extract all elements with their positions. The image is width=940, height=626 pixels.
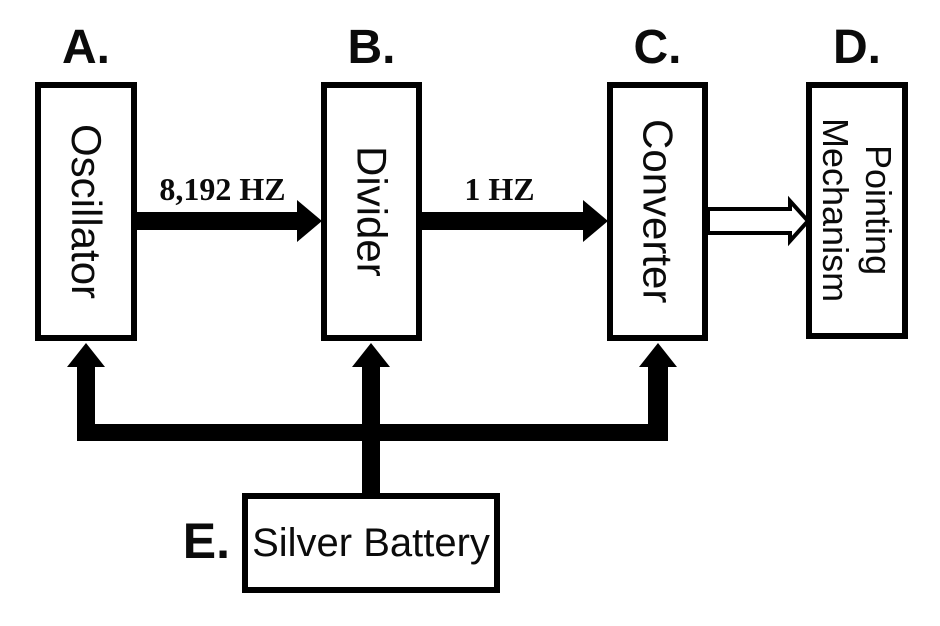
block-oscillator-title: Oscillator [63, 123, 111, 300]
block-oscillator: Oscillator [35, 82, 137, 341]
block-b-letter: B. [347, 21, 396, 74]
arrow-bus-to-converter [639, 343, 677, 441]
block-e-letter: E. [182, 513, 230, 569]
block-silver-battery: Silver Battery [242, 493, 500, 593]
arrow-converter-to-pointing-hollow [706, 195, 811, 247]
arrow-bus-to-oscillator [67, 343, 105, 441]
block-pointing-mechanism-title: Pointing Mechanism [815, 118, 900, 303]
block-c-letter: C. [633, 21, 682, 74]
block-divider: Divider [321, 82, 422, 341]
block-converter-title: Converter [634, 119, 682, 304]
block-a-letter: A. [62, 21, 110, 74]
frequency-label-8192hz: 8,192 HZ [159, 171, 286, 207]
block-divider-title: Divider [348, 146, 396, 277]
block-d-letter: D. [833, 21, 881, 74]
arrow-divider-to-converter [422, 200, 608, 242]
block-pointing-mechanism: Pointing Mechanism [806, 82, 908, 339]
frequency-label-1hz: 1 HZ [464, 171, 535, 207]
arrow-oscillator-to-divider [137, 200, 322, 242]
block-silver-battery-title: Silver Battery [252, 520, 490, 565]
arrow-battery-to-divider [352, 343, 390, 493]
block-converter: Converter [607, 82, 708, 341]
